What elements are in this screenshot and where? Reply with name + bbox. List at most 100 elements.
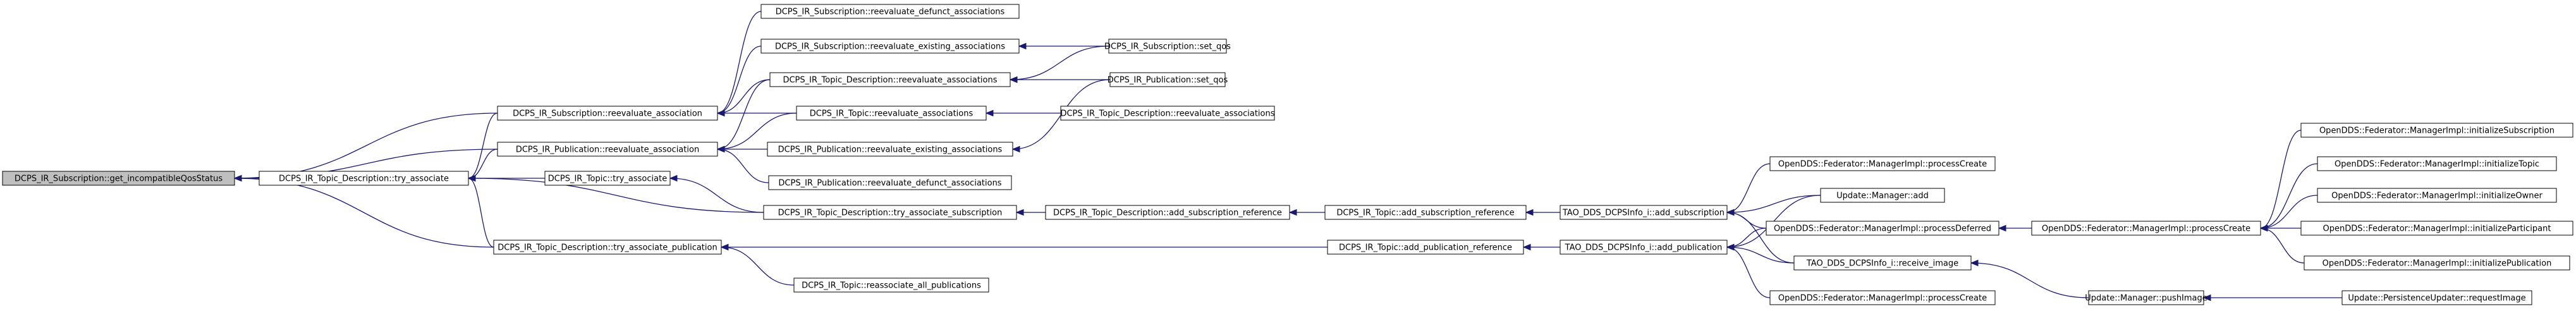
call-edge xyxy=(1726,247,1795,264)
call-edge xyxy=(1726,195,1821,213)
node-box xyxy=(2088,290,2204,305)
arrowhead xyxy=(1726,209,1735,216)
arrowhead xyxy=(1018,42,1027,50)
function-node[interactable]: DCPS_IR_Topic_Description::add_subscript… xyxy=(1045,205,1290,220)
call-edge xyxy=(717,113,797,150)
function-node[interactable]: DCPS_IR_Subscription::reevaluate_existin… xyxy=(760,39,1020,54)
call-edge xyxy=(1726,212,1795,264)
function-node[interactable]: DCPS_IR_Subscription::set_qos xyxy=(1104,39,1231,54)
function-node[interactable]: TAO_DDS_DCPSInfo_i::add_subscription xyxy=(1560,205,1728,220)
function-node[interactable]: DCPS_IR_Topic_Description::try_associate xyxy=(259,171,469,186)
node-box xyxy=(1820,188,1945,203)
node-box xyxy=(1108,39,1227,54)
arrowhead xyxy=(1726,243,1735,251)
node-label: DCPS_IR_Topic_Description::add_subscript… xyxy=(1053,209,1282,218)
function-node[interactable]: TAO_DDS_DCPSInfo_i::add_publication xyxy=(1560,240,1728,255)
node-label: DCPS_IR_Subscription::reevaluate_associa… xyxy=(513,109,702,119)
function-node[interactable]: OpenDDS::Federator::ManagerImpl::process… xyxy=(1769,290,1996,305)
arrowhead xyxy=(716,145,725,153)
function-node[interactable]: OpenDDS::Federator::ManagerImpl::initial… xyxy=(2300,123,2573,138)
arrowhead xyxy=(2259,224,2268,232)
function-node[interactable]: TAO_DDS_DCPSInfo_i::receive_image xyxy=(1793,255,1972,271)
arrowhead xyxy=(1522,243,1531,251)
node-label: Update::Manager::add xyxy=(1836,192,1929,201)
function-node[interactable]: DCPS_IR_Publication::set_qos xyxy=(1108,72,1228,87)
function-node[interactable]: DCPS_IR_Topic::reevaluate_associations xyxy=(796,106,987,121)
function-node[interactable]: DCPS_IR_Subscription::reevaluate_defunct… xyxy=(760,4,1020,19)
node-box xyxy=(767,142,1013,157)
function-node[interactable]: DCPS_IR_Topic::reassociate_all_publicati… xyxy=(793,277,989,293)
node-label: DCPS_IR_Topic_Description::reevaluate_as… xyxy=(783,76,997,85)
root-function-node[interactable]: DCPS_IR_Subscription::get_incompatibleQo… xyxy=(2,171,235,186)
node-label: DCPS_IR_Topic::reevaluate_associations xyxy=(810,109,974,119)
node-label: DCPS_IR_Topic::add_publication_reference xyxy=(1339,243,1512,253)
call-edge xyxy=(234,178,494,248)
node-box xyxy=(1769,156,1996,171)
function-node[interactable]: OpenDDS::Federator::ManagerImpl::process… xyxy=(1766,221,1999,236)
node-box xyxy=(1045,205,1290,220)
node-box xyxy=(796,106,987,121)
function-node[interactable]: OpenDDS::Federator::ManagerImpl::initial… xyxy=(2304,255,2570,271)
call-edge xyxy=(717,79,771,114)
function-node[interactable]: OpenDDS::Federator::ManagerImpl::initial… xyxy=(2317,188,2557,203)
function-node[interactable]: Update::Manager::add xyxy=(1820,188,1945,203)
node-box xyxy=(2317,188,2557,203)
function-node[interactable]: OpenDDS::Federator::ManagerImpl::initial… xyxy=(2317,156,2557,171)
node-label: DCPS_IR_Publication::reevaluate_associat… xyxy=(516,145,699,155)
node-layer: DCPS_IR_Subscription::get_incompatibleQo… xyxy=(2,4,2573,305)
node-label: DCPS_IR_Topic_Description::try_associate… xyxy=(778,209,1003,218)
function-node[interactable]: DCPS_IR_Topic_Description::try_associate… xyxy=(763,205,1017,220)
function-node[interactable]: DCPS_IR_Topic_Description::reevaluate_as… xyxy=(769,72,1011,87)
node-box xyxy=(1560,205,1728,220)
function-node[interactable]: DCPS_IR_Topic_Description::try_associate… xyxy=(493,240,722,255)
node-label: DCPS_IR_Publication::reevaluate_defunct_… xyxy=(778,179,1001,188)
function-node[interactable]: DCPS_IR_Publication::reevaluate_associat… xyxy=(497,142,718,157)
call-edge xyxy=(468,178,764,213)
node-box xyxy=(1327,240,1524,255)
arrowhead xyxy=(1015,209,1024,216)
call-edge xyxy=(468,113,498,179)
node-box xyxy=(1060,106,1275,121)
node-label: Update::Manager::pushImage xyxy=(2085,294,2207,303)
function-node[interactable]: OpenDDS::Federator::ManagerImpl::process… xyxy=(1769,156,1996,171)
node-label: DCPS_IR_Topic_Description::try_associate… xyxy=(497,243,717,253)
function-node[interactable]: DCPS_IR_Topic::add_publication_reference xyxy=(1327,240,1524,255)
function-node[interactable]: DCPS_IR_Subscription::reevaluate_associa… xyxy=(497,106,718,121)
call-edge xyxy=(468,178,494,248)
call-edge xyxy=(234,113,498,179)
call-edge xyxy=(468,149,498,179)
node-box xyxy=(1793,255,1972,271)
function-node[interactable]: DCPS_IR_Topic_Description::reevaluate_as… xyxy=(1060,106,1275,121)
function-node[interactable]: DCPS_IR_Publication::reevaluate_defunct_… xyxy=(768,175,1012,190)
node-label: DCPS_IR_Topic::add_subscription_referenc… xyxy=(1336,209,1514,218)
node-box xyxy=(544,171,671,186)
node-label: OpenDDS::Federator::ManagerImpl::process… xyxy=(1778,294,1987,303)
node-label: OpenDDS::Federator::ManagerImpl::process… xyxy=(1774,224,1991,234)
function-node[interactable]: OpenDDS::Federator::ManagerImpl::process… xyxy=(2031,221,2261,236)
function-node[interactable]: OpenDDS::Federator::ManagerImpl::initial… xyxy=(2300,221,2573,236)
call-edge xyxy=(1726,163,1771,213)
call-edge xyxy=(2260,228,2305,264)
node-label: OpenDDS::Federator::ManagerImpl::initial… xyxy=(2319,126,2555,136)
function-node[interactable]: DCPS_IR_Publication::reevaluate_existing… xyxy=(767,142,1013,157)
function-node[interactable]: Update::PersistenceUpdater::requestImage xyxy=(2341,290,2532,305)
arrowhead xyxy=(669,174,678,182)
call-edge xyxy=(2260,163,2318,229)
node-box xyxy=(768,175,1012,190)
function-node[interactable]: DCPS_IR_Topic::try_associate xyxy=(544,171,671,186)
arrowhead xyxy=(985,109,994,117)
node-label: OpenDDS::Federator::ManagerImpl::initial… xyxy=(2323,224,2551,234)
node-label: DCPS_IR_Publication::reevaluate_existing… xyxy=(778,145,1003,155)
node-label: OpenDDS::Federator::ManagerImpl::initial… xyxy=(2331,192,2542,201)
node-label: DCPS_IR_Subscription::set_qos xyxy=(1104,42,1231,52)
function-node[interactable]: DCPS_IR_Topic::add_subscription_referenc… xyxy=(1324,205,1527,220)
node-box xyxy=(493,240,722,255)
node-label: DCPS_IR_Topic::reassociate_all_publicati… xyxy=(802,281,981,291)
call-edge xyxy=(2260,130,2302,229)
function-node[interactable]: Update::Manager::pushImage xyxy=(2085,290,2207,305)
node-box xyxy=(793,277,989,293)
arrowhead xyxy=(1998,224,2006,232)
node-box xyxy=(2317,156,2557,171)
node-label: DCPS_IR_Subscription::get_incompatibleQo… xyxy=(15,174,223,184)
